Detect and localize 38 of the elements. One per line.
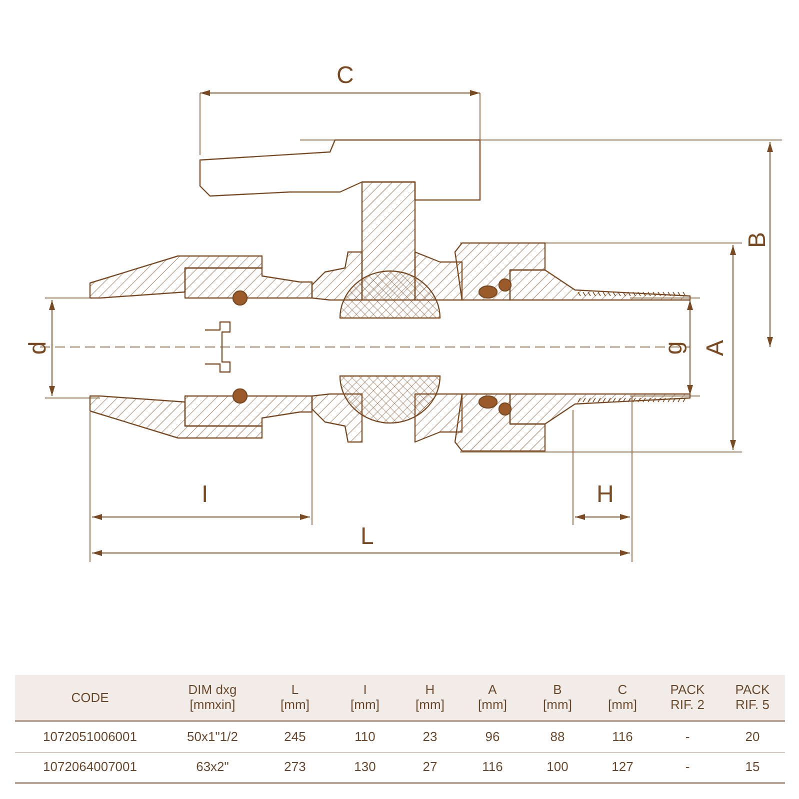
table-cell-text: 88 [550, 730, 565, 745]
column-header: C [mm] [607, 682, 638, 712]
table-cell-text: 20 [745, 730, 760, 745]
table-cell-text: 245 [284, 730, 306, 745]
table-cell-text: 100 [546, 760, 568, 776]
column-header: PACK RIF. 5 [734, 682, 771, 712]
column-header: A [mm] [477, 682, 508, 712]
table-cell-text: 23 [422, 730, 438, 745]
dimension-letter: g [662, 341, 686, 355]
table-cell-text: - [685, 730, 690, 745]
column-header: PACK RIF. 2 [669, 682, 706, 712]
dimension-letter: C [336, 64, 354, 88]
dimension-letter: I [202, 483, 208, 507]
table-cell-text: 130 [354, 760, 376, 776]
column-header: DIM dxg [mmxin] [187, 682, 238, 712]
column-header: I [mm] [350, 682, 380, 712]
table-cell-text: 50x1"1/2 [187, 730, 238, 745]
table-cell-text: 116 [612, 730, 633, 745]
table-cell-text: 96 [485, 730, 500, 745]
column-header: L [mm] [280, 682, 310, 712]
table-cell-text: 27 [422, 760, 438, 776]
table-cell-text: - [685, 760, 690, 776]
table-cell-text: 1072051006001 [43, 730, 137, 745]
table-cell-text: 63x2" [196, 760, 229, 776]
dimension-letter: d [26, 341, 50, 355]
dimension-letter: A [704, 340, 728, 356]
column-header: CODE [71, 690, 109, 706]
table-cell-text: 127 [612, 760, 634, 776]
dimension-letter: B [746, 232, 770, 248]
table-cell-text: 110 [354, 730, 376, 745]
table-cell-text: 15 [745, 760, 760, 776]
table-cell-text: 273 [284, 760, 306, 776]
dimension-letter: L [360, 525, 374, 549]
table-cell-text: 1072064007001 [43, 760, 137, 776]
column-header: H [mm] [414, 682, 446, 712]
table-cell-text: 116 [482, 760, 503, 776]
dimension-letter: H [596, 483, 614, 507]
column-header: B [mm] [542, 682, 573, 712]
